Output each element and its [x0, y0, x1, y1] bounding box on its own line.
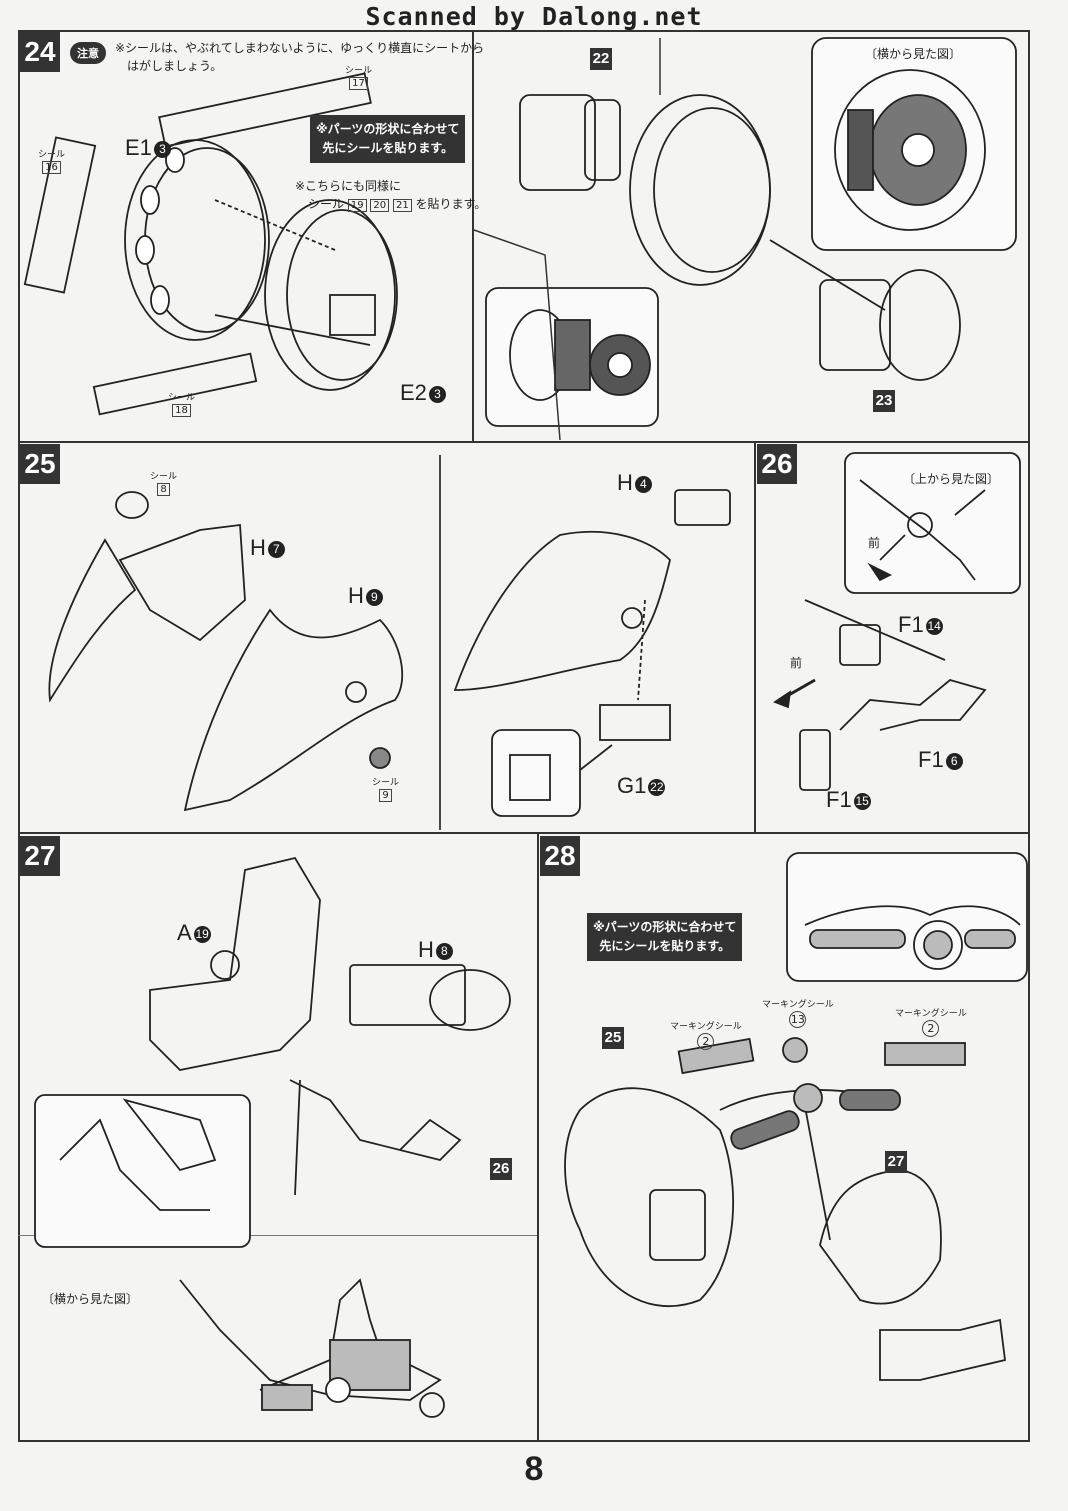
same-suffix: を貼ります。 — [415, 197, 487, 211]
wheel-rim-e1 — [124, 139, 270, 341]
ref-step-26: 26 — [490, 1158, 512, 1180]
divider — [537, 832, 539, 1442]
step-number-26: 26 — [757, 444, 797, 484]
ref-step-22: 22 — [590, 48, 612, 70]
step-number-25: 25 — [20, 444, 60, 484]
sticker-notice-box-28: ※パーツの形状に合わせて 先にシールを貼ります。 — [587, 913, 743, 961]
divider — [18, 832, 1030, 834]
seal-num-20: 20 — [370, 199, 390, 212]
ref-step-27: 27 — [885, 1151, 907, 1173]
divider — [754, 441, 756, 832]
front-label-inset: 前 — [868, 536, 881, 550]
notice-line-1: ※パーツの形状に合わせて — [593, 920, 737, 934]
caution-badge: 注意 — [70, 42, 106, 64]
caution-text-2: はがしましょう。 — [127, 59, 223, 73]
caution-text: ※シールは、やぶれてしまわないように、ゆっくり横直にシートから — [115, 41, 485, 55]
notice-line-2: 先にシールを貼ります。 — [322, 141, 454, 155]
seal-num-21: 21 — [392, 199, 412, 212]
seal-word: シール — [308, 197, 345, 211]
step-number-27: 27 — [20, 836, 60, 876]
divider — [18, 441, 1030, 443]
scan-watermark-title: Scanned by Dalong.net — [365, 2, 703, 31]
notice-line-2: 先にシールを貼ります。 — [599, 939, 731, 953]
ref-step-23: 23 — [873, 390, 895, 412]
same-instruction-2: シール 19 20 21 を貼ります。 — [308, 196, 486, 213]
same-instruction: ※こちらにも同様に — [295, 179, 402, 193]
wheel-rim-e2 — [214, 199, 398, 391]
seal-num-19: 19 — [347, 199, 367, 212]
instruction-frame — [18, 30, 1030, 1442]
ref-step-25: 25 — [602, 1027, 624, 1049]
side-view-label-27: 〔横から見た図〕 — [42, 1292, 139, 1306]
divider — [18, 1235, 537, 1236]
step-number-24: 24 — [20, 32, 60, 72]
notice-line-1: ※パーツの形状に合わせて — [316, 122, 460, 136]
page-number: 8 — [524, 1450, 544, 1488]
sticker-notice-box: ※パーツの形状に合わせて 先にシールを貼ります。 — [310, 115, 466, 163]
divider — [472, 30, 474, 441]
step-number-28: 28 — [540, 836, 580, 876]
top-view-label: 〔上から見た図〕 — [903, 472, 1000, 486]
front-label: 前 — [790, 656, 803, 670]
side-view-label: 〔横から見た図〕 — [865, 47, 962, 61]
